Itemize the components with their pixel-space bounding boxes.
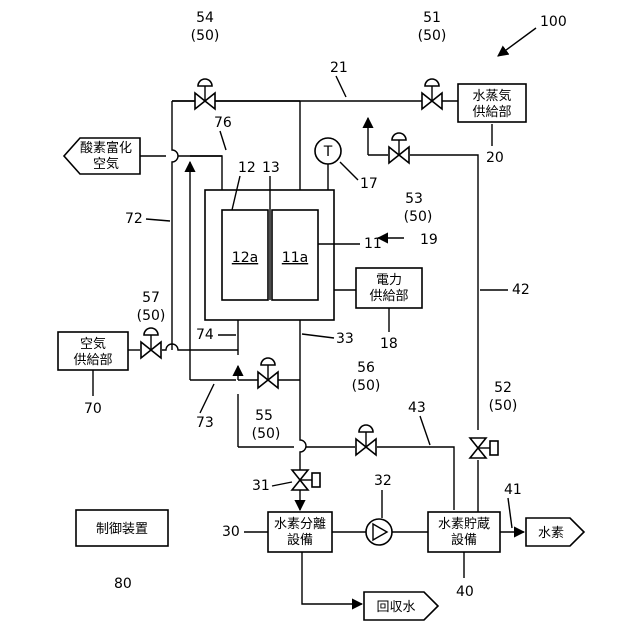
valve-52[interactable] [470, 438, 498, 458]
power-supply-line1: 電力 [376, 273, 402, 288]
valve-56[interactable] [356, 425, 376, 455]
h2-storage-line1: 水素貯蔵 [438, 517, 490, 532]
power-supply-line2: 供給部 [369, 289, 408, 304]
oxygen-air-line2: 空気 [93, 156, 119, 172]
valve-53[interactable] [389, 133, 409, 163]
steam-supply-line1: 水蒸気 [472, 88, 511, 104]
sensor-symbol: T [323, 144, 333, 160]
pipe33-label: 33 [336, 331, 354, 347]
valve-31[interactable] [292, 470, 320, 490]
pump-32[interactable] [366, 519, 392, 545]
valve31-label: 31 [252, 478, 270, 494]
system-ref-arrow [498, 28, 536, 56]
air-supply-line2: 供給部 [73, 353, 112, 368]
valve53-sub: (50) [404, 209, 433, 225]
cell-11a-label: 11a [282, 250, 308, 266]
ref40-label: 40 [456, 584, 474, 600]
pipe41-label: 41 [504, 482, 522, 498]
ref18-label: 18 [380, 336, 398, 352]
air-supply-line1: 空気 [80, 336, 106, 352]
valve51-sub: (50) [418, 28, 447, 44]
pipe43-label: 43 [408, 400, 426, 416]
cell12-label: 12 [238, 160, 256, 176]
cell-12a-label: 12a [232, 250, 258, 266]
valve54-sub: (50) [191, 28, 220, 44]
recovered-water-label: 回収水 [376, 600, 415, 615]
cell13-label: 13 [262, 160, 280, 176]
valve56-num: 56 [357, 360, 375, 376]
hydrogen-label: 水素 [538, 526, 564, 541]
ref80-label: 80 [114, 576, 132, 592]
oxygen-air-line1: 酸素富化 [80, 140, 132, 156]
valve53-num: 53 [405, 191, 423, 207]
pipe42-label: 42 [512, 282, 530, 298]
valve-57[interactable] [141, 328, 161, 358]
ref30-label: 30 [222, 524, 240, 540]
valve-54[interactable] [195, 79, 215, 109]
valve57-sub: (50) [137, 308, 166, 324]
pipe21-label: 21 [330, 60, 348, 76]
valve-55[interactable] [258, 358, 278, 388]
h2-separator-line2: 設備 [287, 532, 313, 548]
valve55-sub: (50) [252, 426, 281, 442]
steam-supply-line2: 供給部 [472, 105, 511, 120]
pipe74-label: 74 [196, 327, 214, 343]
pump32-label: 32 [374, 473, 392, 489]
valve55-num: 55 [255, 408, 273, 424]
sensor17-label: 17 [360, 176, 378, 192]
h2-storage-line2: 設備 [451, 532, 477, 548]
system-ref-label: 100 [540, 14, 567, 30]
valve56-sub: (50) [352, 378, 381, 394]
controller-label: 制御装置 [96, 522, 148, 537]
ref70-label: 70 [84, 401, 102, 417]
pipe73-label: 73 [196, 415, 214, 431]
valve51-num: 51 [423, 10, 441, 26]
pipe76-label: 76 [214, 115, 232, 131]
valve57-num: 57 [142, 290, 160, 306]
ref20-label: 20 [486, 150, 504, 166]
valve54-num: 54 [196, 10, 214, 26]
ref19-label: 19 [420, 232, 438, 248]
h2-separator-line1: 水素分離 [274, 517, 326, 532]
valve52-num: 52 [494, 380, 512, 396]
valve-51[interactable] [422, 79, 442, 109]
pipe72-label: 72 [125, 211, 143, 227]
valve52-sub: (50) [489, 398, 518, 414]
